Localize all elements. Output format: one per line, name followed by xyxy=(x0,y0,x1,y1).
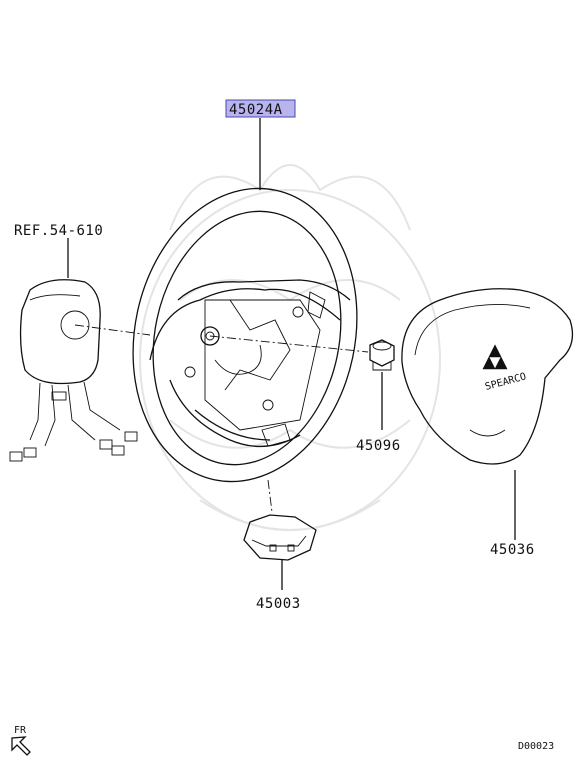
leader-lines xyxy=(67,118,516,590)
arrow-icon xyxy=(11,736,31,756)
callout-45036[interactable]: 45036 xyxy=(490,542,535,558)
callout-45096[interactable]: 45096 xyxy=(356,438,401,454)
svg-text:SPEARCO: SPEARCO xyxy=(484,371,528,393)
airbag-module-drawing: SPEARCO xyxy=(401,288,574,465)
watermark xyxy=(139,164,441,531)
steering-wheel-drawing xyxy=(132,187,358,483)
callout-ref-54-610[interactable]: REF.54-610 xyxy=(14,223,103,239)
clock-spring-drawing xyxy=(9,279,138,462)
direction-label: FR xyxy=(14,725,27,736)
nut-drawing xyxy=(369,339,395,371)
diagram-code: D00023 xyxy=(518,741,554,752)
callout-highlight xyxy=(225,99,296,118)
front-direction-indicator: FR xyxy=(11,725,31,756)
lower-cover-drawing xyxy=(243,514,317,561)
callout-45003[interactable]: 45003 xyxy=(256,596,301,612)
callout-45024A[interactable]: 45024A xyxy=(229,102,283,118)
